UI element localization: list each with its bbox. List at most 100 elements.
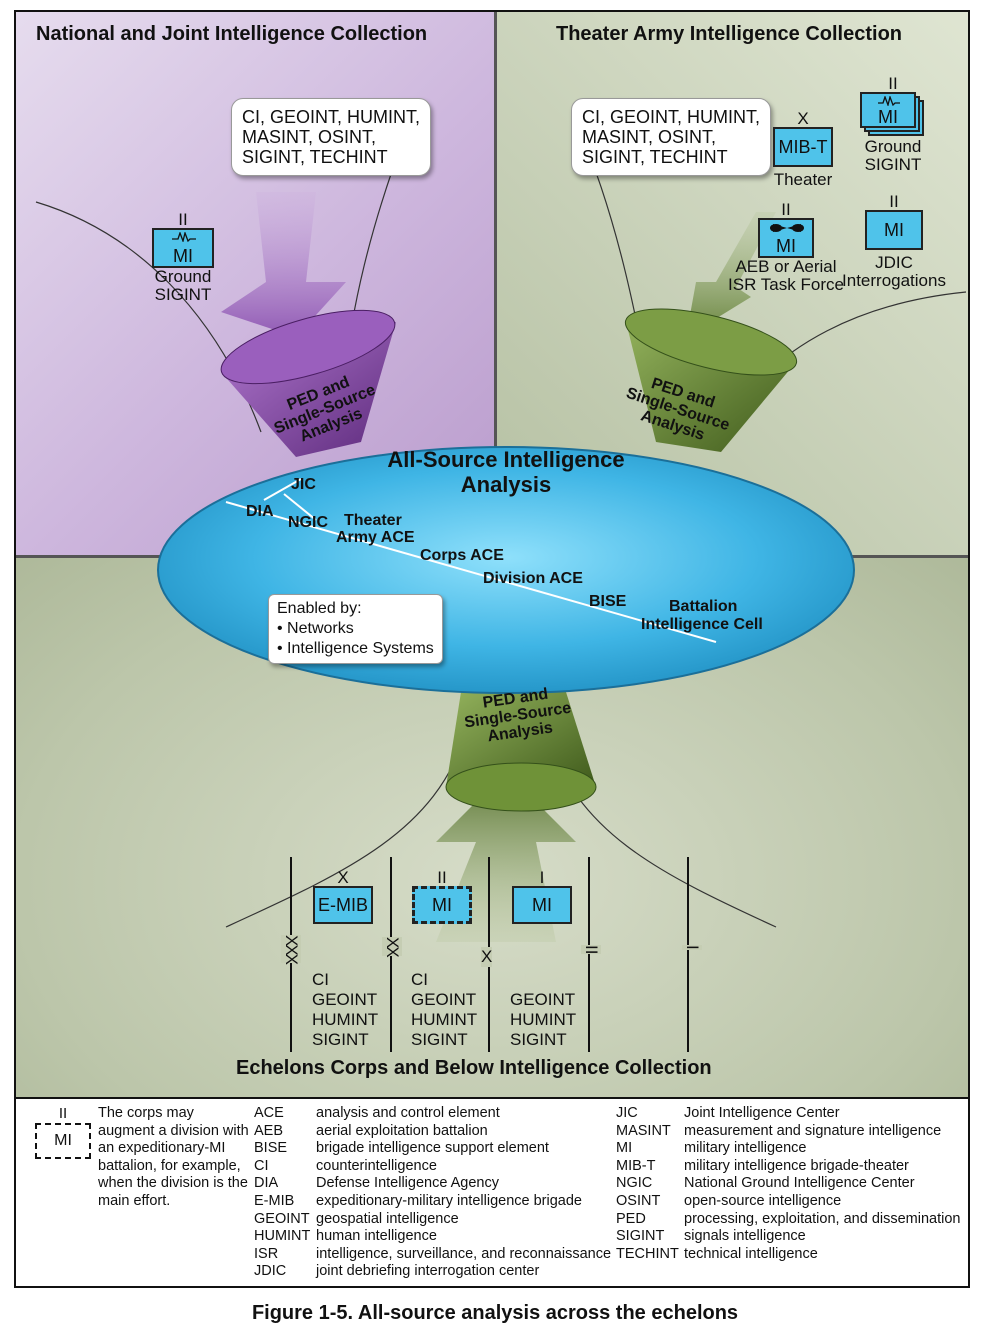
abbreviation: ISR [254,1245,279,1262]
discipline-item: GEOINT [510,990,576,1009]
mi-unit-box: MI [758,218,814,258]
node-ngic: NGIC [288,514,328,531]
legend-note-line: The corps may [98,1105,194,1121]
all-source-title: All-Source Intelligence Analysis [386,447,626,497]
abbreviation: MIB-T [616,1157,656,1174]
national-disciplines-bubble: CI, GEOINT, HUMINT, MASINT, OSINT, SIGIN… [231,98,432,176]
legend-entry: TECHINT technical intelligence [616,1246,960,1264]
definition: counterintelligence [316,1157,437,1174]
division-mi-battalion-unit: II MI [411,868,473,924]
discipline-item: SIGINT [411,1030,468,1049]
national-joint-title: National and Joint Intelligence Collecti… [36,23,428,45]
abbreviation: NGIC [616,1175,653,1192]
node-bise: BISE [589,593,627,610]
abbreviation: GEOINT [254,1210,310,1227]
definition: aerial exploitation battalion [316,1122,488,1139]
mi-unit-box: MI [865,210,923,250]
brigade-disciplines: GEOINT HUMINT SIGINT [510,990,576,1050]
echelon-mark-battalion: II [581,945,601,955]
node-theater-army-ace: Theater Army ACE [336,512,415,546]
definition: intelligence, surveillance, and reconnai… [316,1245,612,1262]
abbreviation: TECHINT [616,1245,679,1262]
node-corps-ace: Corps ACE [420,547,504,564]
legend-note-line: main effort. [98,1192,171,1209]
node-line: Intelligence Cell [641,616,763,633]
node-battalion-intelligence-cell: Battalion Intelligence Cell [641,598,763,634]
echelon-symbol: II [178,210,188,229]
echelon-mark-division: XX [382,937,402,956]
echelon-symbol: X [337,868,349,887]
definition: brigade intelligence support element [316,1140,549,1157]
enabled-by-item: • Networks [277,620,354,637]
discipline-line: MASINT, OSINT, [582,127,717,147]
theater-disciplines-bubble: CI, GEOINT, HUMINT, MASINT, OSINT, SIGIN… [571,98,772,176]
discipline-line: MASINT, OSINT, [242,127,377,147]
definition: measurement and signature intelligence [684,1122,942,1139]
unit-label: SIGINT [154,285,212,304]
legend-note-line: an expeditionary-MI [98,1140,226,1157]
node-line: Army ACE [336,529,415,546]
unit-label: JDIC [875,253,913,272]
mib-t-box: MIB-T [773,127,833,167]
legend-note-line: when the division is the [98,1175,248,1192]
jdic-unit: II MI JDIC Interrogations [839,193,949,290]
echelon-symbol: X [797,109,809,128]
unit-label: SIGINT [864,155,922,174]
node-line: Theater [344,512,402,529]
discipline-item: GEOINT [312,990,378,1009]
funnel-top-left [220,309,396,457]
echelon-symbol: II [437,868,447,887]
funnel-top-right [624,308,798,452]
abbreviation: PED [616,1210,646,1227]
national-ground-sigint-unit: II MI Ground SIGINT [143,210,223,304]
abbreviation: E-MIB [254,1192,295,1209]
abbreviation: SIGINT [616,1228,665,1245]
mib-t-unit: X MIB-T Theater [763,109,843,189]
stacked-unit-boxes: MI [860,92,926,138]
diagram-frame: National and Joint Intelligence Collecti… [14,10,970,1288]
discipline-item: SIGINT [312,1030,369,1049]
augmenting-mi-box: MI [412,886,472,924]
legend-symbol-echelon: II [58,1105,68,1122]
legend-entry: E-MIB expeditionary-military intelligence… [254,1193,611,1211]
abbreviation: JDIC [254,1263,287,1280]
abbreviation: CI [254,1157,269,1174]
mi-company-box: MI [512,886,572,924]
abbreviation: DIA [254,1175,279,1192]
figure-caption: Figure 1-5. All-source analysis across t… [251,1302,739,1324]
definition: technical intelligence [684,1245,818,1262]
legend-entry: PED processing, exploitation, and dissemi… [616,1211,960,1229]
discipline-line: CI, GEOINT, HUMINT, [582,107,761,127]
theater-army-title: Theater Army Intelligence Collection [556,23,903,45]
enabled-by-box: Enabled by: • Networks • Intelligence Sy… [268,594,443,664]
discipline-item: CI [411,970,428,989]
corps-disciplines: CI GEOINT HUMINT SIGINT [312,970,378,1050]
definition: processing, exploitation, and disseminat… [684,1210,961,1227]
enabled-by-item: • Intelligence Systems [277,640,434,657]
node-line: Battalion [669,598,738,615]
echelon-symbol: II [781,200,791,219]
definition: expeditionary-military intelligence brig… [316,1192,582,1209]
abbreviation: HUMINT [254,1228,311,1245]
node-dia: DIA [246,503,274,520]
definition: signals intelligence [684,1228,806,1245]
legend-entry: CI counterintelligence [254,1158,611,1176]
division-disciplines: CI GEOINT HUMINT SIGINT [411,970,477,1050]
discipline-line: SIGINT, TECHINT [242,147,388,167]
definition: joint debriefing interrogation center [316,1263,540,1280]
legend-note: The corps may augment a division with an… [98,1105,249,1211]
legend-dashed-mi-box: MI [35,1123,91,1159]
definition: analysis and control element [316,1105,500,1121]
unit-label: Theater [773,170,833,189]
unit-label: Interrogations [842,271,946,290]
unit-label: Ground [864,137,922,156]
mi-unit-box: MI [152,228,214,268]
